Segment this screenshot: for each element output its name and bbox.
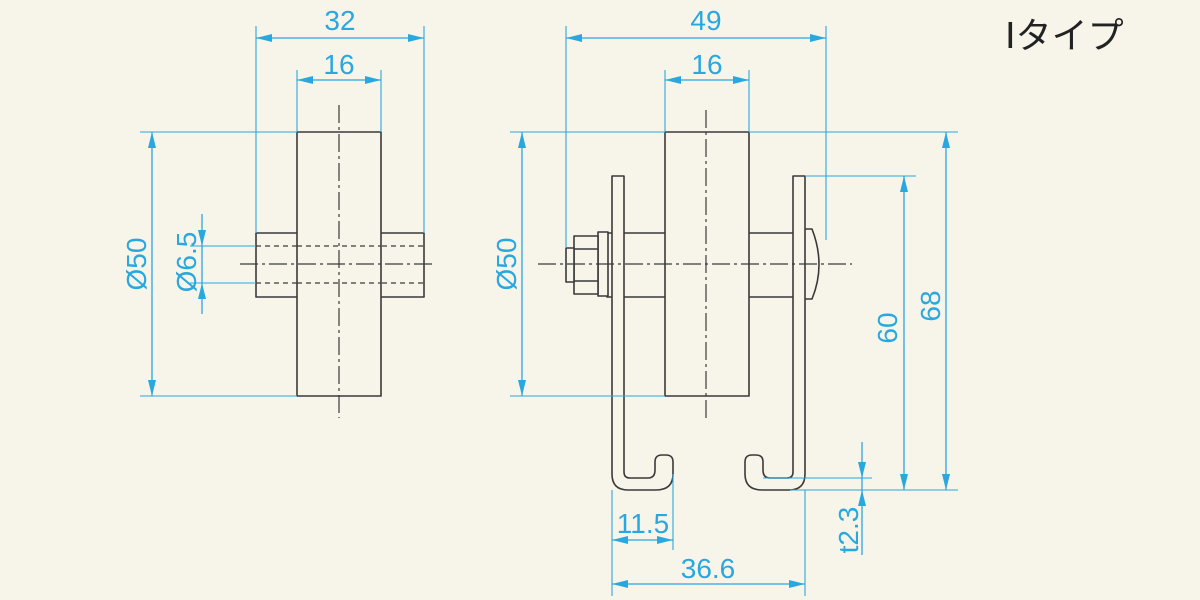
arrow <box>900 474 908 490</box>
right-hook-plate <box>744 175 806 491</box>
dim-label-60: 60 <box>872 312 903 343</box>
arrow <box>297 76 313 84</box>
arrow <box>148 380 156 396</box>
arrow <box>365 76 381 84</box>
dim-label-366: 36.6 <box>681 553 736 584</box>
arrow <box>789 580 805 588</box>
dim-label-68: 68 <box>915 290 946 321</box>
arrow <box>942 474 950 490</box>
dim-label-d50: Ø50 <box>121 238 152 291</box>
type-title: Iタイプ <box>1005 16 1124 57</box>
arrow <box>612 536 628 544</box>
right-view: 49 16 Ø50 68 60 t2.3 <box>491 5 958 596</box>
arrow <box>858 490 866 506</box>
arrow <box>148 132 156 148</box>
arrow <box>900 176 908 192</box>
arrow <box>657 536 673 544</box>
arrow <box>198 283 206 299</box>
arrow <box>256 34 272 42</box>
dim-label-rd50: Ø50 <box>491 238 522 291</box>
arrow <box>665 76 681 84</box>
arrow <box>408 34 424 42</box>
arrow <box>810 34 826 42</box>
arrow <box>518 380 526 396</box>
bolt-end <box>565 247 575 283</box>
dim-label-thickness: t2.3 <box>833 507 864 554</box>
dim-label-32: 32 <box>324 5 355 36</box>
arrow <box>942 132 950 148</box>
arrow <box>518 132 526 148</box>
dim-label-16: 16 <box>323 49 354 80</box>
nut <box>573 235 599 295</box>
arrow <box>198 230 206 246</box>
arrow <box>858 462 866 478</box>
dim-label-49: 49 <box>690 5 721 36</box>
dim-label-d65: Ø6.5 <box>171 232 202 293</box>
left-hook-plate <box>611 175 674 491</box>
arrow <box>612 580 628 588</box>
arrow <box>566 34 582 42</box>
arrow <box>733 76 749 84</box>
left-view: 32 16 Ø50 Ø6.5 <box>121 5 432 418</box>
dim-label-115: 11.5 <box>617 508 669 539</box>
dim-label-r16: 16 <box>691 49 722 80</box>
